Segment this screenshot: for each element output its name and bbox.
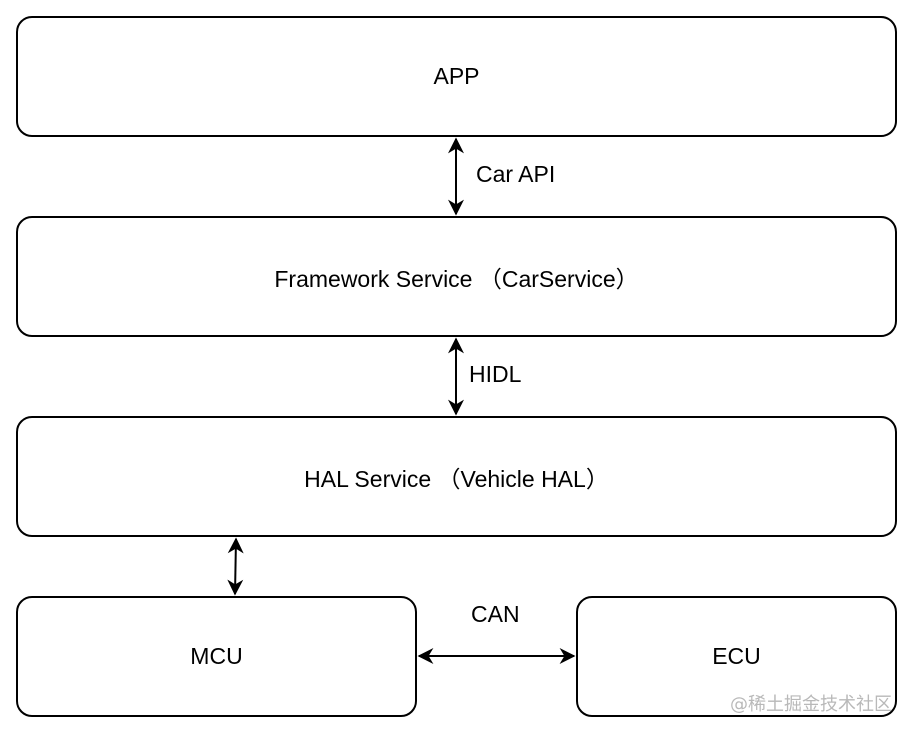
framework-service-label: Framework Service （CarService） [274,265,639,292]
framework-service-node: Framework Service （CarService） [16,216,897,337]
car-api-label: Car API [476,161,556,187]
app-label: APP [433,63,480,89]
can-label: CAN [471,601,520,627]
hal-service-label: HAL Service （Vehicle HAL） [304,465,609,492]
hidl-label: HIDL [469,361,522,387]
app-node: APP [16,16,897,137]
watermark: @稀土掘金技术社区 [730,694,892,715]
mcu-label: MCU [190,643,243,669]
ecu-node: ECU [576,596,897,717]
hal-service-node: HAL Service （Vehicle HAL） [16,416,897,537]
ecu-label: ECU [712,643,761,669]
hal-mcu-arrow [227,537,244,596]
mcu-node: MCU [16,596,417,717]
